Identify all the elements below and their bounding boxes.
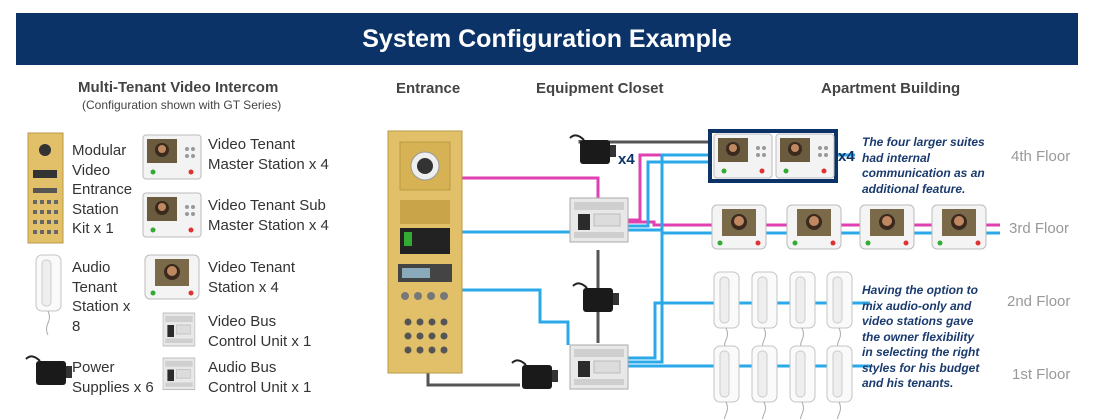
left-panel-heading: Multi-Tenant Video Intercom	[78, 79, 279, 96]
floor-label-3rd: 3rd Floor	[1009, 220, 1070, 237]
video-master-station-thumb	[142, 134, 202, 180]
floor-label-1st: 1st Floor	[1012, 366, 1071, 383]
label-entrance-station-kit: Modular Video Entrance Station Kit x 1	[72, 142, 133, 237]
entrance-station-panel	[387, 130, 463, 374]
page-title: System Configuration Example	[362, 24, 732, 53]
video-tenant-station-3f-2	[786, 204, 842, 250]
audio-station-2f-1	[713, 271, 740, 353]
label-video-sub-master-station: Video Tenant Sub Master Station x 4	[208, 197, 329, 234]
video-bus-control-unit	[569, 197, 629, 243]
label-video-master-station: Video Tenant Master Station x 4	[208, 136, 329, 173]
audio-bus-control-unit	[569, 344, 629, 390]
label-audio-tenant-station: Audio Tenant Station x 8	[72, 259, 131, 335]
master-stations-quantity-badge: x4	[838, 148, 855, 165]
audio-station-2f-3	[789, 271, 816, 353]
audio-station-1f-2	[751, 345, 778, 419]
audio-station-1f-1	[713, 345, 740, 419]
power-supply-thumb	[25, 355, 73, 386]
floor-label-4th: 4th Floor	[1011, 148, 1071, 165]
audio-video-mix-note: Having the option to mix audio-only and …	[862, 283, 980, 390]
power-supply-top	[569, 134, 617, 165]
video-tenant-station-thumb	[144, 254, 200, 300]
audio-tenant-station-thumb	[35, 254, 62, 336]
video-sub-master-station-thumb	[142, 192, 202, 238]
fourth-floor-note: The four larger suites had internal comm…	[862, 135, 985, 196]
label-audio-bus-control-unit: Audio Bus Control Unit x 1	[208, 359, 312, 396]
audio-station-2f-4	[826, 271, 853, 353]
video-master-station-4f-a	[713, 133, 773, 179]
video-tenant-station-3f-4	[931, 204, 987, 250]
label-power-supplies: Power Supplies x 6	[72, 359, 154, 396]
audio-station-2f-2	[751, 271, 778, 353]
audio-bus-control-unit-thumb	[162, 357, 196, 391]
title-banner: System Configuration Example	[16, 13, 1078, 65]
floor-label-2nd: 2nd Floor	[1007, 293, 1071, 310]
video-bus-control-unit-thumb	[162, 312, 196, 347]
power-supply-middle	[572, 282, 620, 313]
video-tenant-station-3f-1	[711, 204, 767, 250]
label-video-tenant-station: Video Tenant Station x 4	[208, 259, 296, 296]
video-master-station-4f-b	[775, 133, 835, 179]
apartment-building-heading: Apartment Building	[821, 80, 961, 97]
audio-station-1f-4	[826, 345, 853, 419]
audio-station-1f-3	[789, 345, 816, 419]
power-supply-quantity-badge: x4	[618, 151, 635, 168]
entrance-station-kit-thumb	[27, 132, 64, 244]
video-tenant-station-3f-3	[859, 204, 915, 250]
equipment-closet-heading: Equipment Closet	[536, 80, 664, 97]
label-video-bus-control-unit: Video Bus Control Unit x 1	[208, 313, 312, 350]
entrance-heading: Entrance	[396, 80, 461, 97]
left-panel-subheading: (Configuration shown with GT Series)	[82, 98, 282, 112]
